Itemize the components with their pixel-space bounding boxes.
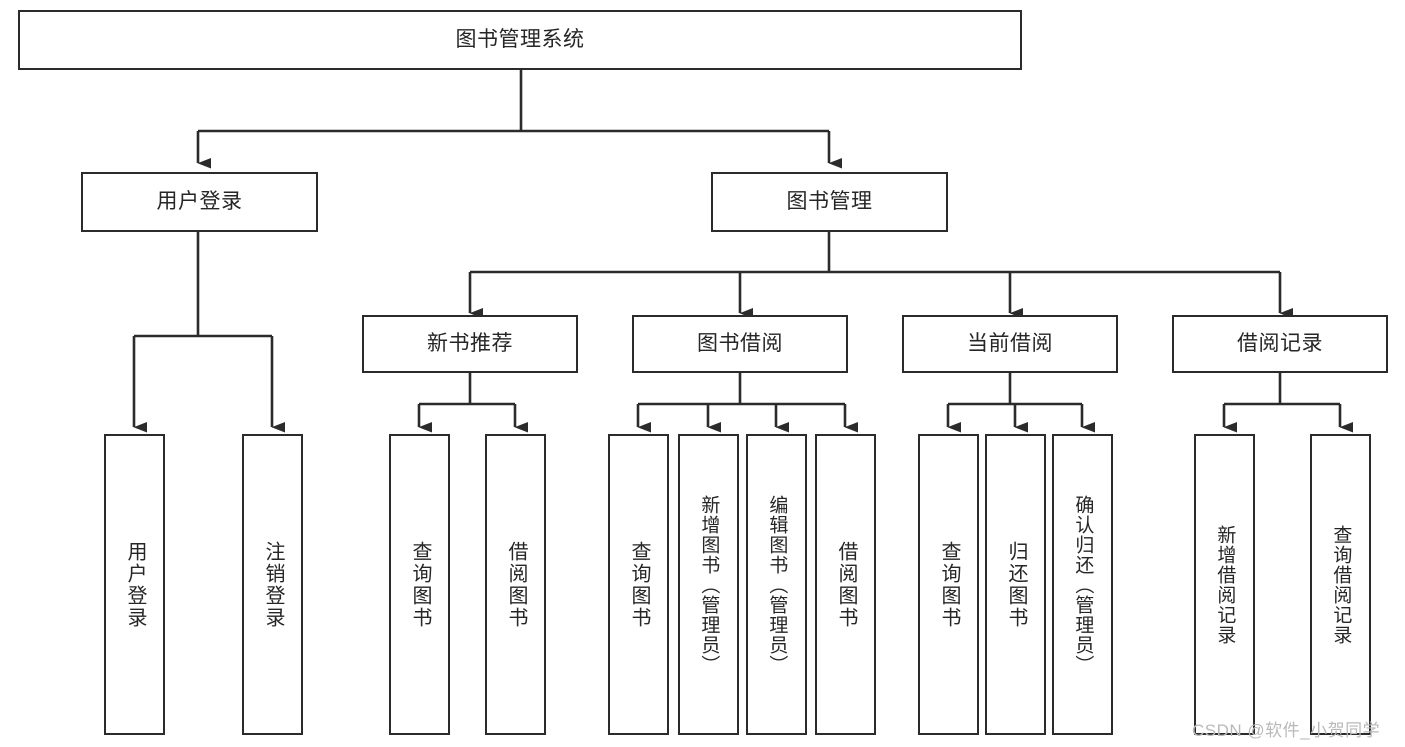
node-label: 查询图书 xyxy=(938,540,960,629)
node-label: 注销登录 xyxy=(262,540,284,629)
leaf-return-book[interactable]: 归还图书 xyxy=(985,434,1046,735)
leaf-query-book-current[interactable]: 查询图书 xyxy=(918,434,979,735)
leaf-logout[interactable]: 注销登录 xyxy=(242,434,303,735)
node-label: 图书管理 xyxy=(786,190,873,214)
leaf-borrow-book[interactable]: 借阅图书 xyxy=(815,434,876,735)
node-label: 确认归还（管理员） xyxy=(1072,494,1094,675)
node-label: 用户登录 xyxy=(156,190,243,214)
node-label: 图书管理系统 xyxy=(455,28,585,52)
leaf-query-book-recommend[interactable]: 查询图书 xyxy=(389,434,450,735)
node-book-management[interactable]: 图书管理 xyxy=(711,172,948,232)
leaf-borrow-book-recommend[interactable]: 借阅图书 xyxy=(485,434,546,735)
node-label: 查询图书 xyxy=(628,540,650,629)
node-user-login[interactable]: 用户登录 xyxy=(81,172,318,232)
node-label: 新书推荐 xyxy=(427,332,513,356)
leaf-edit-book-admin[interactable]: 编辑图书（管理员） xyxy=(746,434,807,735)
node-borrow-record[interactable]: 借阅记录 xyxy=(1172,315,1388,373)
node-label: 新增图书（管理员） xyxy=(698,494,720,675)
node-label: 查询图书 xyxy=(409,540,431,629)
leaf-query-book-borrow[interactable]: 查询图书 xyxy=(608,434,669,735)
leaf-user-login[interactable]: 用户登录 xyxy=(104,434,165,735)
node-book-borrow[interactable]: 图书借阅 xyxy=(632,315,848,373)
leaf-add-book-admin[interactable]: 新增图书（管理员） xyxy=(678,434,739,735)
node-label: 借阅图书 xyxy=(505,540,527,629)
node-label: 查询借阅记录 xyxy=(1330,524,1352,645)
node-label: 图书借阅 xyxy=(697,332,783,356)
leaf-add-borrow-record[interactable]: 新增借阅记录 xyxy=(1194,434,1255,735)
node-label: 借阅图书 xyxy=(835,540,857,629)
node-label: 借阅记录 xyxy=(1237,332,1323,356)
leaf-query-borrow-record[interactable]: 查询借阅记录 xyxy=(1310,434,1371,735)
node-root-system[interactable]: 图书管理系统 xyxy=(18,10,1022,70)
node-new-book-recommend[interactable]: 新书推荐 xyxy=(362,315,578,373)
node-label: 新增借阅记录 xyxy=(1214,524,1236,645)
node-label: 用户登录 xyxy=(124,540,146,629)
leaf-confirm-return-admin[interactable]: 确认归还（管理员） xyxy=(1052,434,1113,735)
node-label: 编辑图书（管理员） xyxy=(766,494,788,675)
node-current-borrow[interactable]: 当前借阅 xyxy=(902,315,1118,373)
node-label: 当前借阅 xyxy=(967,332,1053,356)
node-label: 归还图书 xyxy=(1005,540,1027,629)
